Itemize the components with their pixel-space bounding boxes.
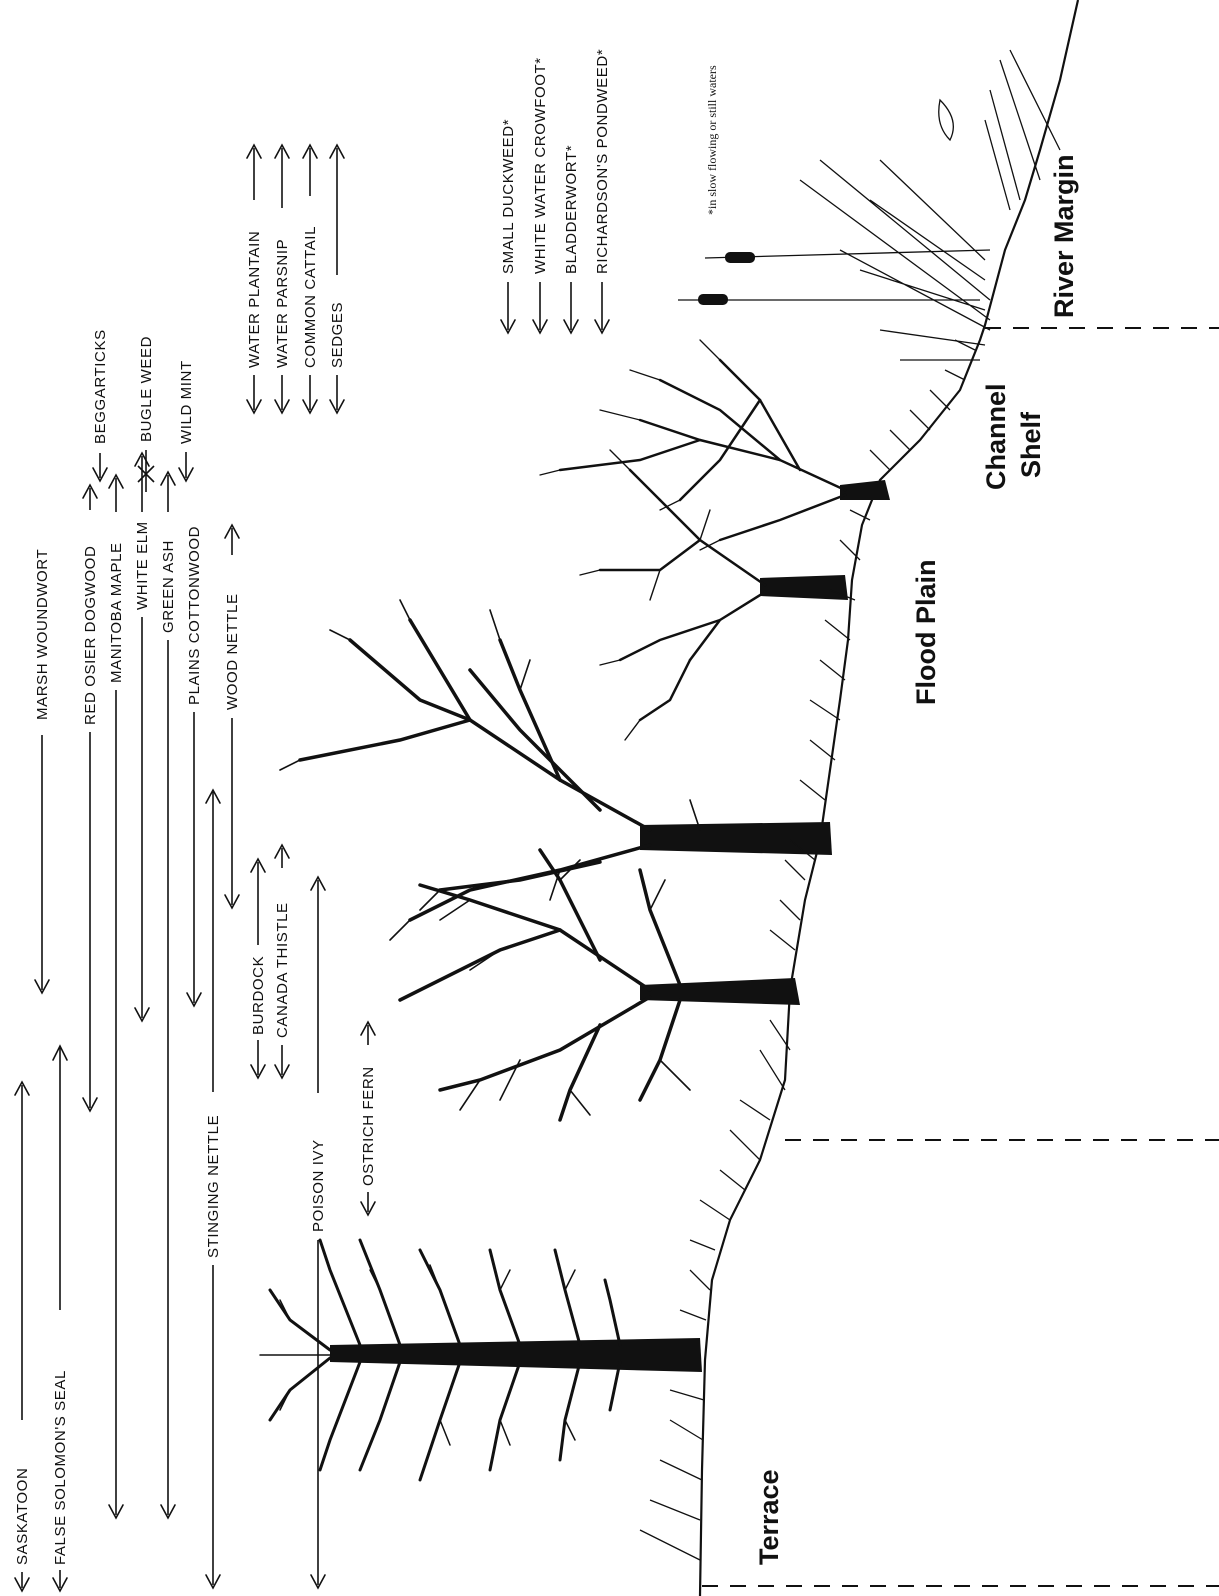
zone-terrace: Terrace — [754, 1469, 784, 1565]
understory-vegetation-illustration — [640, 340, 975, 1560]
zone-channel-shelf-line1: Channel — [981, 383, 1011, 490]
label-red-osier-dogwood: RED OSIER DOGWOOD — [82, 546, 99, 725]
cattail-head-1 — [725, 252, 755, 263]
label-false-solomons-seal: FALSE SOLOMON'S SEAL — [52, 1370, 69, 1565]
label-manitoba-maple: MANITOBA MAPLE — [108, 542, 125, 683]
label-sedges: SEDGES — [329, 302, 346, 368]
zone-flood-plain: Flood Plain — [911, 560, 941, 706]
label-water-plantain: WATER PLANTAIN — [246, 231, 263, 368]
label-small-duckweed: SMALL DUCKWEED* — [500, 119, 517, 274]
floodplain-tree-1-illustration — [400, 850, 800, 1120]
label-white-elm: WHITE ELM — [134, 521, 151, 610]
label-poison-ivy: POISON IVY — [310, 1139, 327, 1232]
floodplain-tree-2-illustration — [280, 600, 832, 940]
label-common-cattail: COMMON CATTAIL — [302, 226, 319, 368]
floodplain-tree-3-illustration — [580, 450, 848, 740]
terrace-tree-illustration — [260, 1240, 702, 1480]
label-water-parsnip: WATER PARSNIP — [274, 239, 291, 368]
label-stinging-nettle: STINGING NETTLE — [205, 1115, 222, 1258]
label-bugle-weed: BUGLE WEED — [138, 336, 155, 442]
label-canada-thistle: CANADA THISTLE — [274, 902, 291, 1038]
label-white-water-crowfoot: WHITE WATER CROWFOOT* — [532, 57, 549, 274]
label-wild-mint: WILD MINT — [178, 360, 195, 444]
label-saskatoon: SASKATOON — [14, 1468, 31, 1565]
ground-profile — [700, 0, 1078, 1596]
footnote-slow-waters: *in slow flowing or still waters — [705, 65, 719, 215]
label-ostrich-fern: OSTRICH FERN — [360, 1066, 377, 1186]
label-beggarticks: BEGGARTICKS — [92, 329, 109, 444]
species-labels: SASKATOON FALSE SOLOMON'S SEAL MARSH WOU… — [14, 49, 719, 1565]
zone-channel-shelf-line2: Shelf — [1016, 411, 1046, 478]
zone-boundaries — [702, 328, 1219, 1586]
zone-river-margin: River Margin — [1049, 154, 1079, 318]
label-bladderwort: BLADDERWORT* — [563, 145, 580, 274]
label-green-ash: GREEN ASH — [160, 540, 177, 633]
label-richardsons-pondweed: RICHARDSON'S PONDWEED* — [594, 49, 611, 274]
label-marsh-woundwort: MARSH WOUNDWORT — [34, 549, 51, 720]
river-margin-plants-illustration — [678, 50, 1060, 360]
label-wood-nettle: WOOD NETTLE — [224, 593, 241, 710]
channel-shelf-tree-illustration — [540, 340, 890, 550]
label-burdock: BURDOCK — [250, 956, 267, 1035]
cattail-head-2 — [698, 294, 728, 305]
zone-labels: Terrace Flood Plain Channel Shelf River … — [754, 154, 1079, 1565]
label-plains-cottonwood: PLAINS COTTONWOOD — [186, 526, 203, 705]
